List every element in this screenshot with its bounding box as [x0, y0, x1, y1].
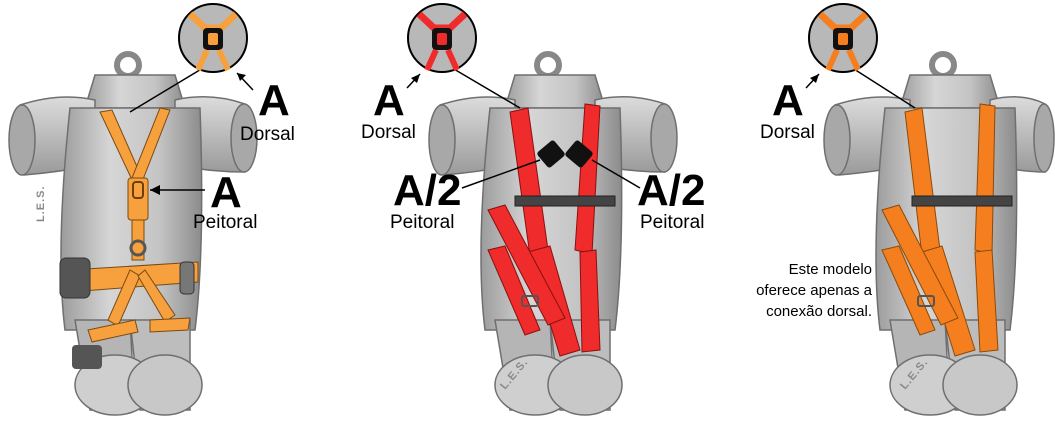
- note-line: oferece apenas a: [756, 282, 873, 299]
- label-big: A: [772, 76, 804, 125]
- note-line: Este modelo: [789, 261, 872, 278]
- label-big: A: [210, 168, 242, 217]
- label-dorsal: A Dorsal: [760, 74, 819, 143]
- mannequin: [429, 54, 677, 415]
- panel-right: L.E.S. A Dorsal Este mode: [756, 4, 1054, 415]
- dorsal-zoom-inset: [408, 4, 520, 108]
- mannequin: [824, 54, 1054, 415]
- label-dorsal: A Dorsal: [361, 74, 420, 143]
- label-big: A: [373, 76, 405, 125]
- label-small: Peitoral: [193, 212, 257, 233]
- label-small: Dorsal: [361, 122, 416, 143]
- stamp: L.E.S.: [35, 185, 47, 222]
- label-big: A/2: [637, 166, 705, 215]
- label-small: Dorsal: [240, 124, 295, 145]
- label-big: A: [258, 76, 290, 125]
- label-small: Dorsal: [760, 122, 815, 143]
- dorsal-zoom-inset: [809, 4, 915, 108]
- label-small: Peitoral: [390, 212, 454, 233]
- panel-middle: L.E.S. A Dorsal: [361, 4, 705, 415]
- dorsal-only-note: Este modelo oferece apenas a conexão dor…: [756, 261, 873, 320]
- panel-left: L.E.S.: [9, 4, 295, 415]
- label-big: A/2: [393, 166, 461, 215]
- label-small: Peitoral: [640, 212, 704, 233]
- note-line: conexão dorsal.: [766, 303, 872, 320]
